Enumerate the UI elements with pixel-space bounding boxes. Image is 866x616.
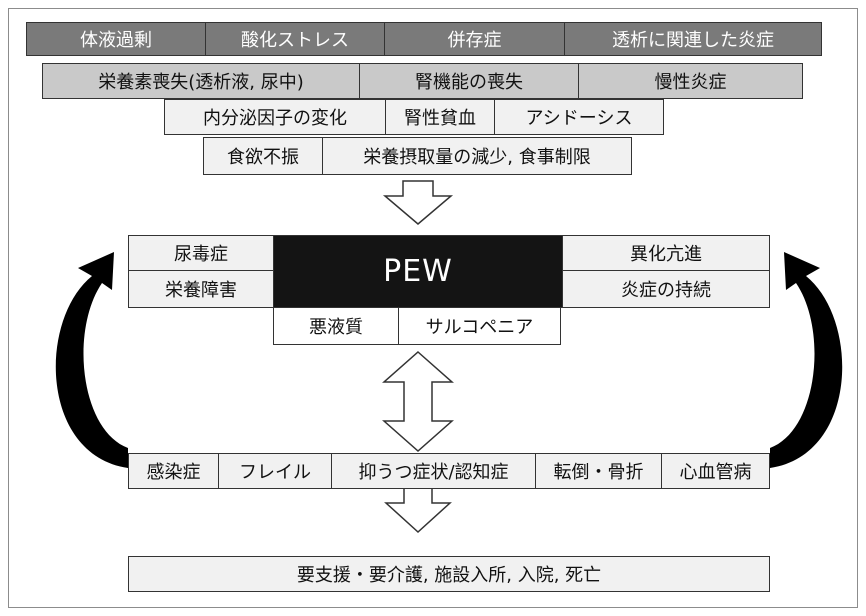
pew-left-uremia: 尿毒症 [128, 235, 274, 271]
factor-acidosis: アシドーシス [494, 99, 664, 135]
factor-oxidative-stress: 酸化ストレス [205, 22, 385, 56]
down-arrow-2 [384, 487, 452, 534]
pew-cachexia: 悪液質 [273, 307, 399, 345]
right-curved-arrow [770, 252, 843, 468]
consequence-depression-dementia: 抑うつ症状/認知症 [331, 453, 536, 489]
pew-core: PEW [273, 235, 563, 308]
consequence-infection: 感染症 [128, 453, 219, 489]
consequence-fall-fracture: 転倒・骨折 [535, 453, 662, 489]
consequence-frailty: フレイル [218, 453, 332, 489]
factor-renal-anemia: 腎性貧血 [385, 99, 495, 135]
pew-right-persistent-inflammation: 炎症の持続 [562, 270, 770, 308]
double-arrow [382, 350, 454, 453]
pew-left-malnutrition: 栄養障害 [128, 270, 274, 308]
factor-comorbidity: 併存症 [384, 22, 565, 56]
pew-sarcopenia: サルコペニア [398, 307, 561, 345]
consequence-cardiovascular: 心血管病 [661, 453, 770, 489]
down-arrow-1 [382, 180, 454, 225]
factor-reduced-intake: 栄養摂取量の減少, 食事制限 [322, 137, 632, 175]
factor-endocrine-change: 内分泌因子の変化 [164, 99, 386, 135]
factor-fluid-overload: 体液過剰 [26, 22, 206, 56]
factor-dialysis-inflammation: 透析に関連した炎症 [564, 22, 822, 56]
outcome-box: 要支援・要介護, 施設入所, 入院, 死亡 [128, 556, 770, 592]
diagram-frame [8, 8, 858, 608]
left-curved-arrow [55, 252, 128, 468]
factor-anorexia: 食欲不振 [203, 137, 323, 175]
factor-renal-function-loss: 腎機能の喪失 [359, 63, 579, 99]
pew-right-hypercatabolism: 異化亢進 [562, 235, 770, 271]
factor-chronic-inflammation: 慢性炎症 [578, 63, 803, 99]
factor-nutrient-loss: 栄養素喪失(透析液, 尿中) [42, 63, 360, 99]
